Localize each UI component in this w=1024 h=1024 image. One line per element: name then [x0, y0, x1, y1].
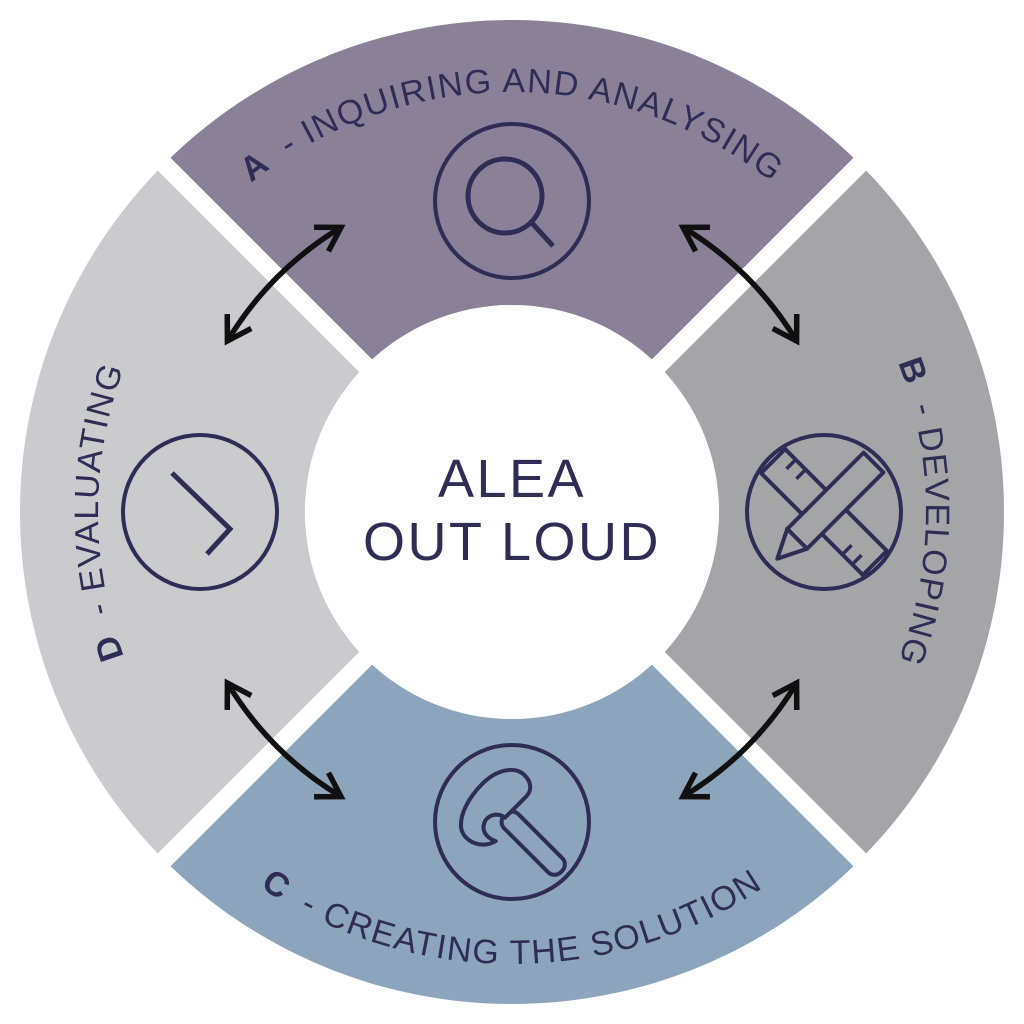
arrow-top-right [678, 224, 800, 346]
magnifier-glass [465, 156, 545, 236]
cycle-arrows [224, 224, 800, 800]
arrow-bottom-left [224, 678, 346, 800]
magnifier-icon [433, 122, 591, 280]
pencil-ruler-icon-ring [745, 433, 903, 591]
hammer-icon-ring [433, 743, 591, 901]
clock-icon [121, 433, 279, 591]
clock-hands [170, 471, 234, 556]
hammer-icon [433, 743, 591, 901]
hammer-head [459, 767, 533, 847]
arrow-bottom-right [678, 678, 800, 800]
magnifier-handle [529, 220, 555, 248]
center-circle [305, 305, 719, 719]
arrow-top-left [224, 224, 346, 346]
magnifier-icon-ring [433, 122, 591, 280]
pencil-and-ruler-icon [745, 433, 903, 591]
center-title-line2: OUT LOUD [363, 512, 661, 572]
center-title-line1: ALEA [438, 449, 586, 509]
pencil-tip [775, 526, 810, 561]
ruler-ticks [785, 458, 863, 566]
clock-icon-ring [121, 433, 279, 591]
